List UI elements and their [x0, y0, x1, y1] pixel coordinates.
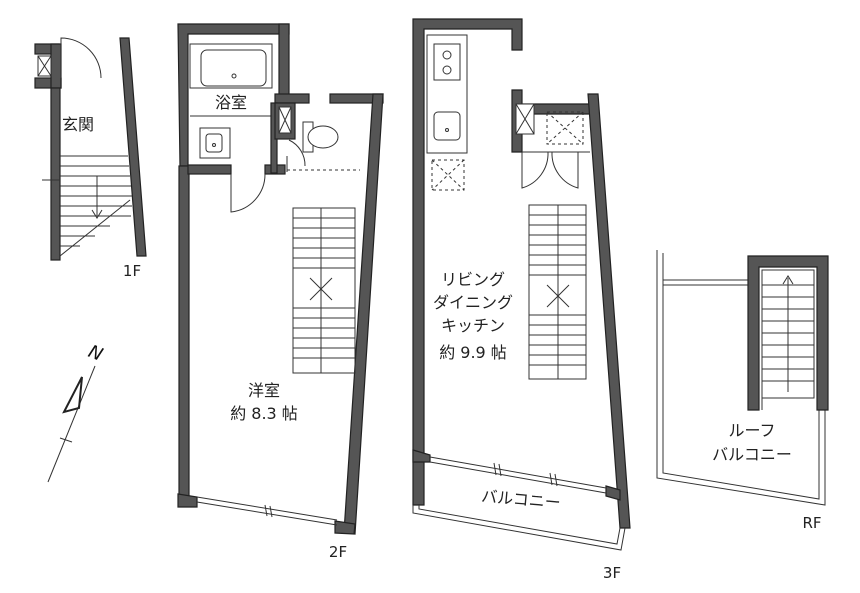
room-label-western: 洋室 — [248, 381, 280, 400]
floor-3f: リビング ダイニング キッチン 約 9.9 帖 バルコニー 3F — [412, 18, 631, 582]
stairs-1f — [42, 155, 132, 257]
sink — [433, 111, 461, 141]
window-3f — [429, 456, 607, 489]
room-label-ldk-1: リビング — [441, 270, 505, 289]
room-label-bathroom: 浴室 — [215, 93, 247, 112]
floor-label-2f: 2F — [329, 543, 347, 561]
floor-label-1f: 1F — [123, 262, 141, 280]
window-2f — [196, 496, 338, 521]
compass-north-label: N — [85, 341, 105, 366]
floor-label-rf: RF — [802, 514, 821, 532]
room-size-western: 約 8.3 帖 — [230, 404, 298, 423]
room-label-entrance: 玄関 — [62, 115, 94, 134]
wall-2f-right — [343, 93, 384, 535]
north-compass: N — [47, 341, 106, 483]
stairs-rf — [761, 269, 815, 410]
storage-3f — [546, 111, 584, 145]
door-2f-wash — [230, 173, 266, 213]
door-3f-right — [551, 151, 579, 189]
entrance-door-swing — [60, 37, 102, 79]
room-label-ldk-3: キッチン — [441, 316, 505, 335]
balcony-3f-outline — [412, 505, 626, 551]
room-label-ldk-2: ダイニング — [433, 293, 513, 312]
fridge-space — [431, 159, 465, 191]
floor-label-3f: 3F — [603, 564, 621, 582]
room-label-roof-1: ルーフ — [728, 421, 775, 440]
wall-2f-upper-mid — [274, 93, 310, 104]
wall-1f-right — [119, 37, 147, 257]
room-size-ldk: 約 9.9 帖 — [439, 343, 507, 362]
wall-rf-stair — [747, 255, 829, 411]
floor-1f: 玄関 1F — [34, 37, 147, 280]
stairs-2f — [292, 207, 356, 374]
floor-rf: ルーフ バルコニー RF — [656, 250, 829, 532]
wall-2f-bath-right — [278, 23, 290, 96]
room-label-roof-2: バルコニー — [712, 445, 792, 464]
roof-terrace-outline — [656, 250, 826, 506]
wall-2f-left — [178, 165, 190, 506]
door-3f-left — [521, 151, 549, 189]
compass-needle — [47, 365, 96, 483]
wall-2f-wash-bottom — [187, 164, 232, 175]
stove — [433, 43, 461, 81]
wall-3f-right — [587, 93, 631, 529]
wall-2f-bottom-left — [177, 493, 198, 508]
wall-2f-bottom-right — [334, 520, 356, 535]
compass-arrow-icon — [62, 376, 83, 414]
wall-1f-left-pier — [50, 43, 62, 89]
floor-2f: 浴室 — [177, 23, 384, 561]
room-label-balcony: バルコニー — [481, 487, 562, 513]
stairs-3f — [528, 204, 587, 380]
wall-1f-left — [50, 87, 61, 261]
